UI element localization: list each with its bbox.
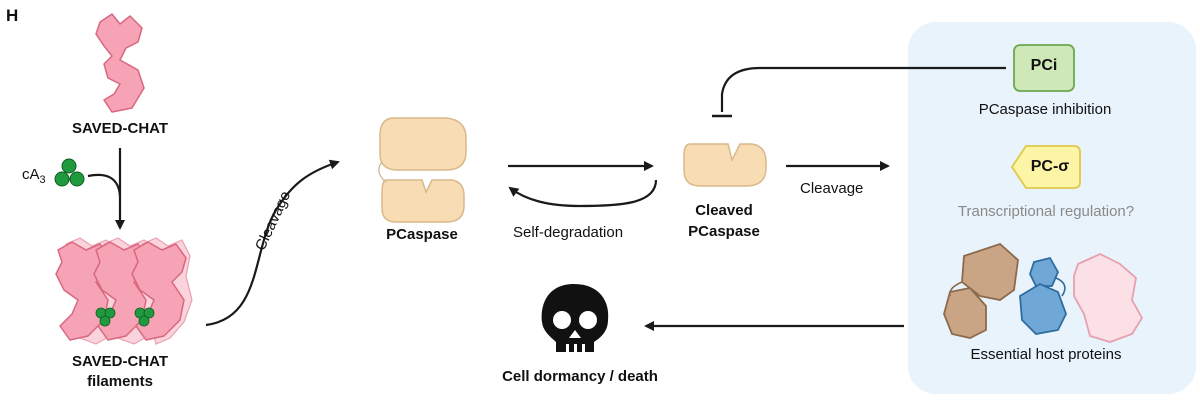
cleaved-pcaspase-label: Cleaved PCaspase bbox=[664, 200, 784, 242]
saved-chat-filaments bbox=[55, 237, 193, 345]
self-degradation-label: Self-degradation bbox=[513, 224, 624, 241]
ca3-molecule bbox=[54, 158, 85, 187]
death-label: Cell dormancy / death bbox=[502, 368, 658, 385]
pci-badge-text: PCi bbox=[1030, 57, 1058, 74]
cleaved-pcaspase-shape bbox=[683, 143, 767, 187]
panel-letter: H bbox=[6, 6, 19, 25]
skull-icon bbox=[541, 284, 609, 352]
inhibition-line bbox=[720, 66, 1006, 112]
cleavage-arrow-1 bbox=[205, 159, 340, 327]
host-proteins bbox=[943, 242, 1144, 343]
pci-badge bbox=[1013, 44, 1075, 92]
pc-sigma-badge-text: PC-σ bbox=[1030, 158, 1070, 175]
ca3-prefix: cA bbox=[22, 166, 40, 183]
saved-chat-monomer bbox=[95, 13, 145, 113]
cleavage-label-2: Cleavage bbox=[800, 180, 864, 197]
pcaspase-label: PCaspase bbox=[386, 226, 458, 243]
pci-caption: PCaspase inhibition bbox=[978, 101, 1112, 118]
self-degradation-arrow bbox=[508, 179, 658, 208]
cleaved-line1: Cleaved bbox=[695, 202, 753, 219]
filaments-label: SAVED-CHAT filaments bbox=[40, 352, 200, 392]
filaments-line2: filaments bbox=[87, 373, 153, 390]
saved-chat-label: SAVED-CHAT bbox=[71, 120, 169, 137]
pcaspase-shape bbox=[378, 117, 467, 223]
filaments-line1: SAVED-CHAT bbox=[71, 353, 169, 370]
ca3-subscript: 3 bbox=[39, 174, 46, 186]
pc-sigma-caption: Transcriptional regulation? bbox=[957, 203, 1135, 220]
pc-sigma-badge bbox=[1010, 145, 1081, 189]
ca3-binding-arrow bbox=[87, 173, 122, 197]
host-proteins-caption: Essential host proteins bbox=[970, 346, 1122, 363]
ca3-label: cA3 bbox=[22, 166, 46, 186]
cleaved-line2: PCaspase bbox=[688, 223, 760, 240]
